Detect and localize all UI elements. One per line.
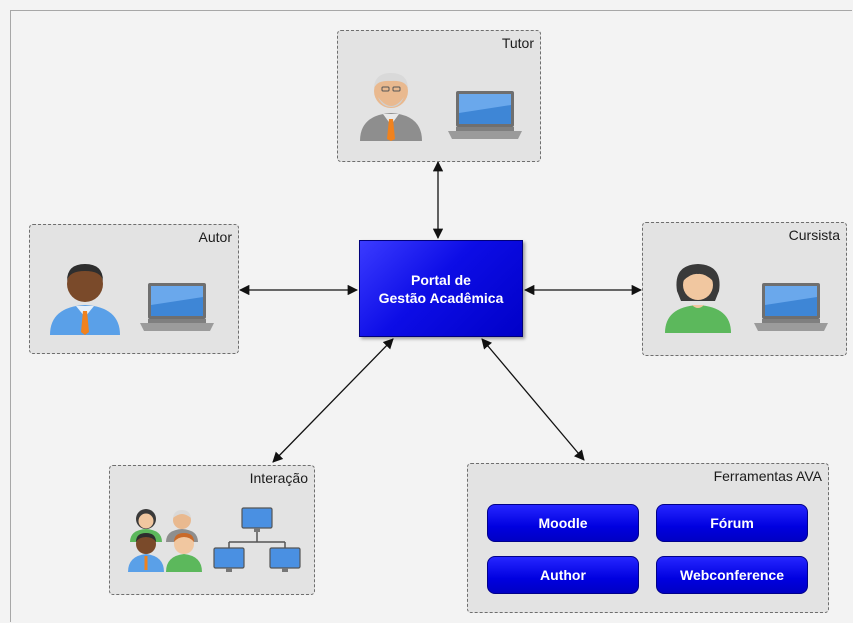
woman-icon — [665, 264, 731, 333]
arrow-ferramentas-portal — [481, 338, 585, 461]
portal-label-line1: Portal de — [411, 271, 471, 288]
interacao-title: Interação — [249, 470, 308, 486]
portal-label-line2: Gestão Acadêmica — [378, 289, 504, 306]
laptop-icon — [448, 91, 522, 139]
autor-title: Autor — [198, 229, 232, 245]
cursista-title: Cursista — [788, 227, 840, 243]
author-button[interactable]: Author — [487, 556, 639, 594]
interacao-box: Interação — [109, 465, 315, 595]
forum-button[interactable]: Fórum — [656, 504, 808, 542]
laptop-icon — [754, 283, 828, 331]
webconference-button[interactable]: Webconference — [656, 556, 808, 594]
cursista-box: Cursista — [642, 222, 847, 356]
laptop-icon — [140, 283, 214, 331]
moodle-button[interactable]: Moodle — [487, 504, 639, 542]
tutor-box: Tutor — [337, 30, 541, 162]
diagram-frame — [10, 10, 852, 622]
ferramentas-title: Ferramentas AVA — [713, 468, 822, 484]
ferramentas-box: Ferramentas AVA Moodle Fórum Author Webc… — [467, 463, 829, 613]
portal-node: Portal de Gestão Acadêmica — [359, 240, 523, 337]
autor-box: Autor — [29, 224, 239, 354]
elderly-man-icon — [360, 73, 422, 141]
man-icon — [50, 264, 120, 335]
tutor-title: Tutor — [501, 35, 534, 51]
group-of-people-icon — [128, 509, 202, 572]
network-icon — [213, 507, 301, 572]
arrow-interacao-portal — [272, 338, 394, 463]
